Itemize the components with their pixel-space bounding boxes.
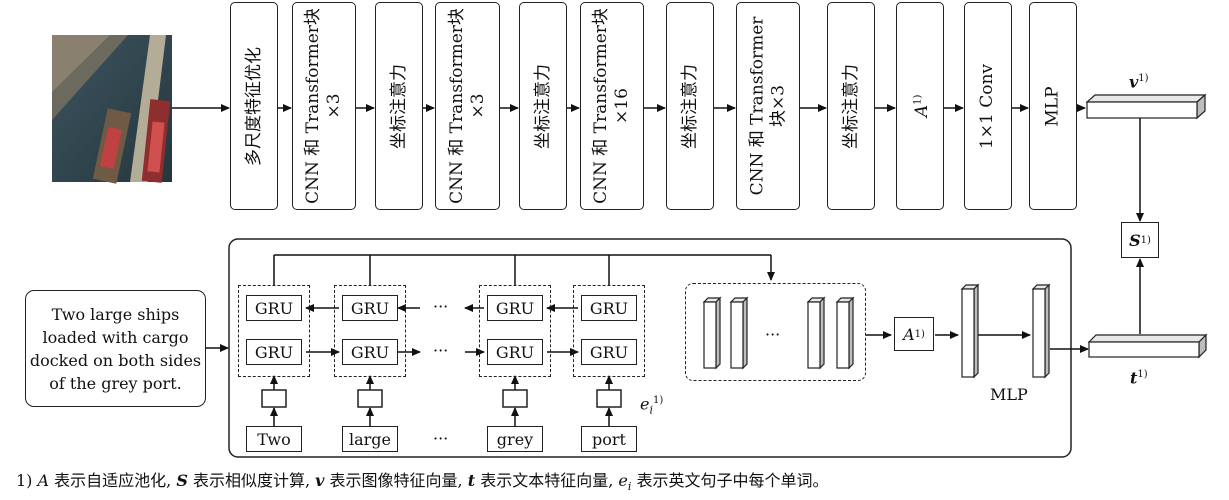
block-repeat: ×16 xyxy=(612,88,632,124)
footnote: 1) A 表示自适应池化, S 表示相似度计算, v 表示图像特征向量, t 表… xyxy=(16,471,829,494)
word-box-grey: grey xyxy=(487,426,543,452)
image-feature-vector xyxy=(1085,93,1207,120)
block-label: 1×1 Conv xyxy=(977,63,998,149)
gru-forward-3: GRU xyxy=(487,339,543,365)
block-label: 多尺度特征优化 xyxy=(243,46,264,166)
word-box-port: port xyxy=(581,426,637,452)
caption-line: docked on both sides xyxy=(29,350,202,370)
gru-backward-4: GRU xyxy=(581,295,637,321)
coord-attention-block-4: 坐标注意力 xyxy=(827,2,875,210)
conv1x1-block: 1×1 Conv xyxy=(964,2,1012,210)
word-box-large: large xyxy=(342,426,398,452)
hidden-state-stack xyxy=(702,296,855,370)
word-embedding-label: ei1) xyxy=(640,394,664,417)
text-encoder-container xyxy=(228,238,1072,458)
hidden-states-region xyxy=(685,283,866,381)
ellipsis-top: ··· xyxy=(433,297,449,316)
word-box-two: Two xyxy=(246,426,302,452)
caption-line: Two large ships xyxy=(51,304,180,324)
block-repeat: 块×3 xyxy=(768,84,788,128)
multi-scale-feature-opt-block: 多尺度特征优化 xyxy=(230,2,278,210)
gru-forward-2: GRU xyxy=(342,339,398,365)
word-ellipsis: ··· xyxy=(433,429,449,448)
block-label: 坐标注意力 xyxy=(532,63,553,149)
gru-group-4 xyxy=(573,285,645,377)
block-label: 坐标注意力 xyxy=(840,63,861,149)
text-mlp-bars xyxy=(960,283,1051,379)
block-label: CNN 和 Transformer块 xyxy=(446,8,467,204)
cnn-transformer-block-3: CNN 和 Transformer块 ×16 xyxy=(580,2,644,210)
caption-line: of the grey port. xyxy=(49,373,182,393)
caption-line: loaded with cargo xyxy=(42,327,189,347)
block-label: CNN 和 Transformer块 xyxy=(591,8,611,204)
embedding-boxes xyxy=(261,389,622,408)
v-label: v1) xyxy=(1129,72,1149,92)
block-repeat: ×3 xyxy=(324,93,344,119)
image-mlp-block: MLP xyxy=(1029,2,1077,210)
gru-forward-4: GRU xyxy=(581,339,637,365)
gru-group-3 xyxy=(479,285,551,377)
block-label: 坐标注意力 xyxy=(388,63,409,149)
cnn-transformer-block-2: CNN 和 Transformer块 ×3 xyxy=(435,2,500,210)
cnn-transformer-block-1: CNN 和 Transformer块 ×3 xyxy=(292,2,356,210)
block-label: 坐标注意力 xyxy=(679,63,700,149)
t-label: t1) xyxy=(1130,368,1148,388)
gru-output-bus xyxy=(273,254,775,286)
block-label: CNN 和 Transformer块 xyxy=(303,8,323,204)
text-mlp-label: MLP xyxy=(990,385,1028,404)
input-image xyxy=(52,35,172,184)
block-label: CNN 和 Transformer xyxy=(747,16,767,196)
block-repeat: ×3 xyxy=(467,93,488,119)
hidden-states-ellipsis: ··· xyxy=(765,325,781,344)
gru-forward-1: GRU xyxy=(246,339,302,365)
text-head-arrows xyxy=(866,331,1089,353)
coord-attention-block-3: 坐标注意力 xyxy=(666,2,714,210)
text-feature-vector xyxy=(1087,333,1208,359)
coord-attention-block-2: 坐标注意力 xyxy=(519,2,567,210)
gru-backward-2: GRU xyxy=(342,295,398,321)
coord-attention-block-1: 坐标注意力 xyxy=(375,2,423,210)
gru-group-1 xyxy=(238,285,310,377)
input-caption-box: Two large ships loaded with cargo docked… xyxy=(25,290,206,407)
ellipsis-bottom: ··· xyxy=(433,341,449,360)
gru-group-2 xyxy=(334,285,406,377)
embedding-arrows xyxy=(270,375,613,426)
gru-backward-3: GRU xyxy=(487,295,543,321)
block-label: MLP xyxy=(1042,85,1063,127)
pool-symbol: A1) xyxy=(911,94,932,118)
cnn-transformer-block-4: CNN 和 Transformer 块×3 xyxy=(736,2,800,210)
gru-backward-1: GRU xyxy=(246,295,302,321)
adaptive-pool-block: A1) xyxy=(896,2,944,210)
